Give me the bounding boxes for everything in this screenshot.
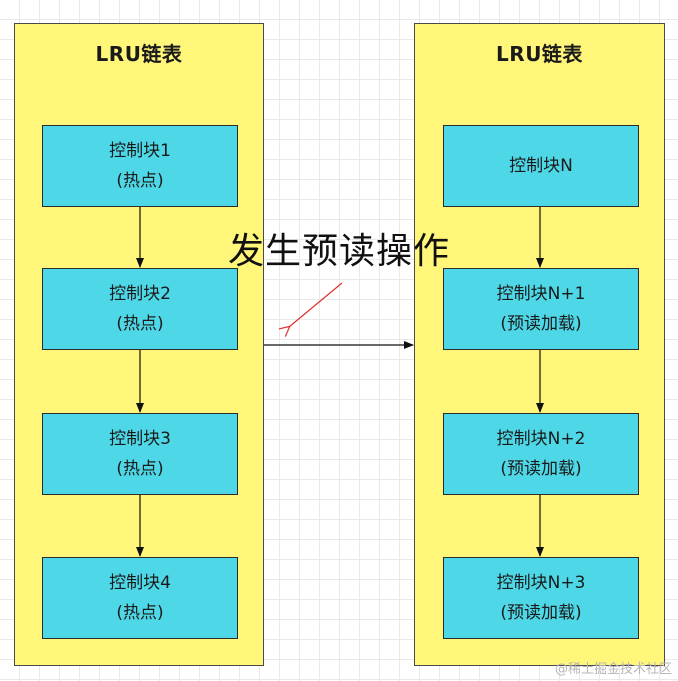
control-block-n-plus-2-name: 控制块N+2 <box>496 429 586 449</box>
control-block-n-plus-1: 控制块N+1 (预读加载) <box>443 268 639 350</box>
control-block-1: 控制块1 (热点) <box>42 125 238 207</box>
control-block-1-tag: (热点) <box>116 171 164 191</box>
control-block-3-tag: (热点) <box>116 459 164 479</box>
annotation-pointer-arrow <box>289 282 343 327</box>
control-block-1-name: 控制块1 <box>109 141 171 161</box>
control-block-n-plus-3: 控制块N+3 (预读加载) <box>443 557 639 639</box>
prefetch-annotation: 发生预读操作 <box>228 231 451 272</box>
control-block-n-plus-3-tag: (预读加载) <box>500 603 582 623</box>
control-block-4-tag: (热点) <box>116 603 164 623</box>
control-block-2: 控制块2 (热点) <box>42 268 238 350</box>
control-block-n-plus-1-tag: (预读加载) <box>500 314 582 334</box>
control-block-n-name: 控制块N <box>509 156 573 176</box>
control-block-2-name: 控制块2 <box>109 284 171 304</box>
lru-list-right-title: LRU链表 <box>496 42 583 66</box>
control-block-n-plus-3-name: 控制块N+3 <box>496 573 586 593</box>
control-block-n-plus-1-name: 控制块N+1 <box>496 284 586 304</box>
control-block-n: 控制块N <box>443 125 639 207</box>
control-block-4-name: 控制块4 <box>109 573 171 593</box>
lru-list-left-title: LRU链表 <box>95 42 183 66</box>
control-block-2-tag: (热点) <box>116 314 164 334</box>
control-block-3: 控制块3 (热点) <box>42 413 238 495</box>
control-block-n-plus-2-tag: (预读加载) <box>500 459 582 479</box>
control-block-4: 控制块4 (热点) <box>42 557 238 639</box>
watermark: @稀土掘金技术社区 <box>554 662 672 677</box>
control-block-3-name: 控制块3 <box>109 429 171 449</box>
control-block-n-plus-2: 控制块N+2 (预读加载) <box>443 413 639 495</box>
